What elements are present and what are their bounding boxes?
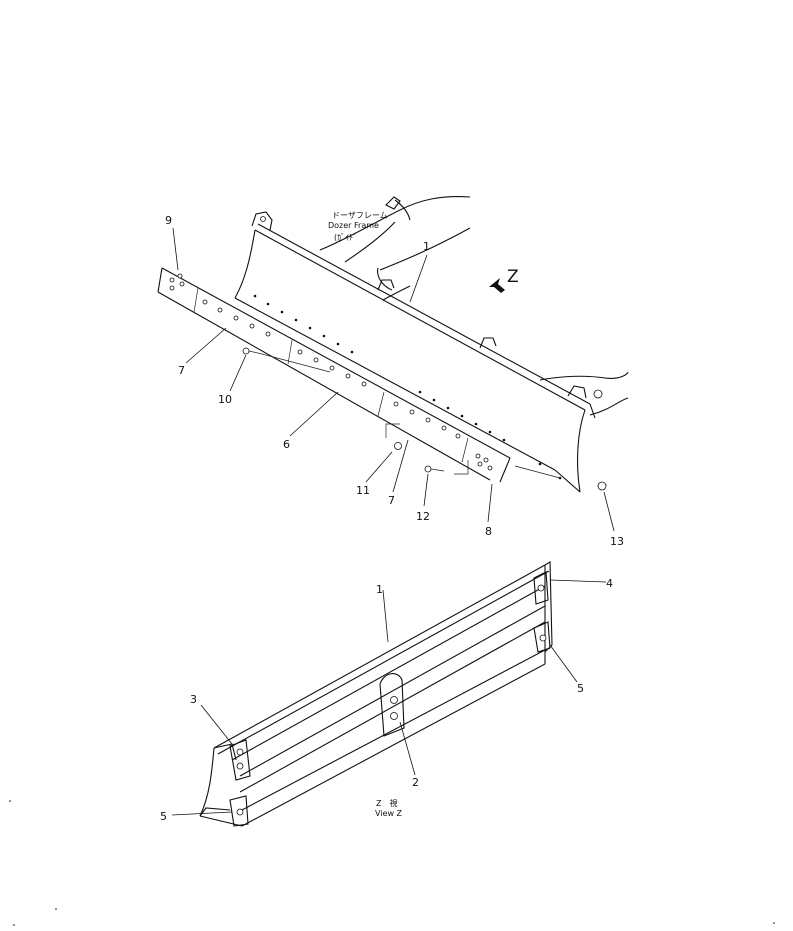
view-arrow-letter: Z — [507, 267, 519, 287]
callout-upper-8: 8 — [485, 525, 492, 538]
callout-lower-2: 2 — [412, 776, 419, 789]
callout-upper-7b: 7 — [388, 494, 395, 507]
callout-lower-5a: 5 — [577, 682, 584, 695]
view-caption-jp: Z 視 — [376, 799, 397, 808]
callout-lower-5b: 5 — [160, 810, 167, 823]
arrow-icon — [489, 278, 505, 293]
callout-upper-1: 1 — [423, 240, 430, 253]
view-caption-en: View Z — [375, 809, 403, 818]
callout-upper-10: 10 — [218, 393, 232, 406]
dozer-frame — [319, 196, 629, 416]
blade-rear-body — [199, 561, 553, 827]
bolt-holes — [169, 273, 562, 480]
callout-upper-11: 11 — [356, 484, 370, 497]
callout-upper-13: 13 — [610, 535, 624, 548]
frame-label-jp: ドーザフレーム — [332, 211, 388, 220]
upper-blade-assembly: ドーザフレーム Dozer Frame (ｶﾞｲﾄﾞ Z 9 1 7 10 6 … — [157, 196, 629, 548]
brackets — [229, 571, 551, 827]
callout-upper-9: 9 — [165, 214, 172, 227]
callout-upper-6: 6 — [283, 438, 290, 451]
fasteners — [242, 347, 607, 491]
lower-blade-view-z: 1 4 5 3 2 5 Z 視 View Z — [160, 561, 613, 827]
lower-leader-lines — [171, 579, 607, 816]
blade-body — [234, 211, 603, 493]
callout-lower-4: 4 — [606, 577, 613, 590]
callout-lower-1: 1 — [376, 583, 383, 596]
frame-mark: (ｶﾞｲﾄﾞ — [334, 233, 357, 242]
callout-lower-3: 3 — [190, 693, 197, 706]
callout-upper-7a: 7 — [178, 364, 185, 377]
upper-leader-lines — [172, 227, 615, 532]
view-z-arrow: Z — [489, 267, 519, 293]
callout-upper-12: 12 — [416, 510, 430, 523]
scan-specks — [9, 800, 775, 926]
cutting-edge-strip — [157, 267, 511, 483]
frame-label-en: Dozer Frame — [328, 221, 379, 230]
